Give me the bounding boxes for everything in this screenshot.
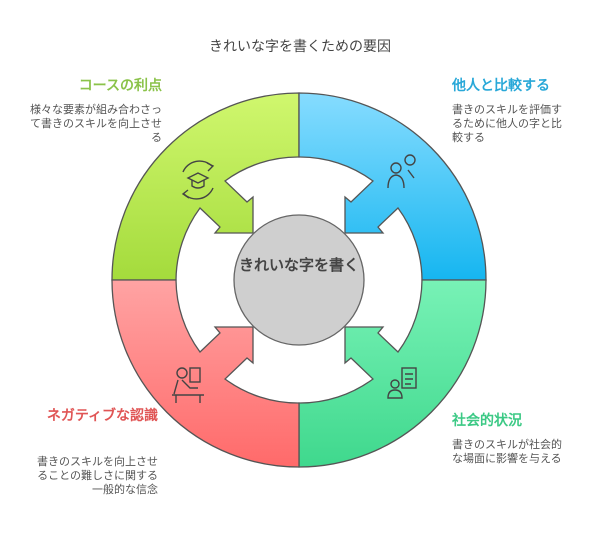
heading-negative-perception: ネガティブな認識 [46,408,158,424]
center-circle [233,214,365,346]
person-document-icon [387,367,417,399]
desc-course-benefits: 様々な要素が組み合わさって書きのスキルを向上させる [30,103,162,144]
desc-social-context: 書きのスキルが社会的な場面に影響を与える [452,438,562,465]
desc-negative-perception: 書きのスキルを向上させることの難しさに関する一般的な信念 [37,455,158,496]
people-comparison-icon [387,154,416,189]
heading-compare-others: 他人と比較する [452,78,550,94]
heading-social-context: 社会的状況 [452,413,522,429]
graduation-cap-cycle-icon [181,160,215,200]
diagram-title: きれいな字を書くための要因 [209,39,391,55]
heading-course-benefits: コースの利点 [78,78,162,94]
person-desk-icon [172,367,204,403]
center-label: きれいな字を書く [238,256,359,274]
desc-compare-others: 書きのスキルを評価するために他人の字と比較する [452,103,562,144]
